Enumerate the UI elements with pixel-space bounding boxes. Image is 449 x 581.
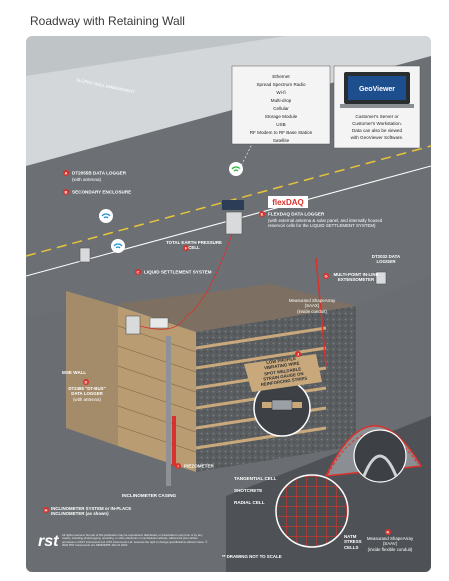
label-k-sub: (inside flexible conduit) — [367, 546, 413, 552]
svg-text:K: K — [387, 530, 390, 535]
copyright-text: All rights reserved. No part of this pub… — [62, 534, 207, 547]
rst-logo: rst — [38, 533, 59, 550]
natm-detail — [275, 474, 349, 548]
strain-gauge-sensor — [271, 399, 293, 411]
svg-text:PIEZOMETER: PIEZOMETER — [184, 464, 215, 469]
page-title: Roadway with Retaining Wall — [30, 14, 185, 28]
label-a: A DT2055B DATA LOGGER (with antenna) — [63, 170, 127, 182]
piezometer — [172, 416, 176, 466]
comm-item: Multi-drop — [271, 98, 292, 103]
server-line: Data can also be viewed — [352, 128, 402, 133]
label-j-sub: (inside conduit) — [297, 308, 327, 314]
wall-facing-left — [66, 291, 118, 446]
comm-list: Ethernet Spread Spectrum Radio Wi-fi Mul… — [250, 74, 313, 143]
svg-text:E: E — [261, 212, 264, 217]
label-natm: NATM STRESS CELLS — [344, 534, 362, 550]
extensometer-line — [315, 257, 327, 367]
svg-text:I: I — [177, 464, 178, 469]
wifi-icon — [229, 162, 243, 176]
flexdaq-logo: flexDAQ — [272, 198, 304, 207]
label-g: G MULTI-POINT IN-LINE EXTENSOMETER — [323, 272, 379, 282]
server-line: with GeoViewer Software. — [351, 135, 404, 140]
label-e-sub: (with external antenna & solar panel, an… — [268, 218, 383, 229]
svg-text:G: G — [324, 274, 327, 279]
label-shotcrete: SHOTCRETE — [234, 488, 262, 493]
comm-item: Spread Spectrum Radio — [256, 82, 305, 87]
solar-panel — [222, 200, 244, 210]
comm-item: Wi-fi — [276, 90, 285, 95]
label-mse: MSE WALL — [62, 370, 86, 375]
label-f-title: TOTAL EARTH PRESSURE CELL — [166, 240, 222, 251]
svg-text:A: A — [65, 171, 68, 176]
label-f: F TOTAL EARTH PRESSURE CELL — [166, 240, 222, 251]
wifi-icon — [111, 239, 125, 253]
monitor-screen — [348, 76, 406, 100]
comm-item: RF Modem to RF Base Station — [250, 130, 313, 135]
svg-text:(with antenna): (with antenna) — [72, 177, 102, 182]
mse-wall-face — [118, 306, 196, 472]
label-d: D DT2485 "DT-BUS" DATA LOGGER(with anten… — [68, 379, 106, 402]
label-d-title: DT2485 "DT-BUS" DATA LOGGER — [68, 386, 106, 397]
communications-box — [231, 65, 331, 145]
svg-text:B: B — [65, 190, 68, 195]
label-j-title: Measurand ShapeArray (SAAX) — [288, 298, 336, 309]
svg-text:H: H — [45, 508, 48, 513]
wifi-icon — [99, 209, 113, 223]
diagram-canvas: Ethernet Spread Spectrum Radio Wi-fi Mul… — [26, 36, 431, 572]
label-j: Measurand ShapeArray (SAAX)(inside condu… — [288, 298, 336, 357]
server-line: Customer's Workstation. — [352, 121, 402, 126]
label-c: C LIQUID SETTLEMENT SYSTEM — [135, 269, 212, 275]
svg-text:LIQUID SETTLEMENT SYSTEM: LIQUID SETTLEMENT SYSTEM — [144, 270, 212, 275]
label-d-sub: (with antenna) — [73, 396, 101, 402]
label-inclinometer-casing: INCLINOMETER CASING — [122, 493, 177, 498]
dt2485-logger — [125, 315, 141, 335]
wall-backfill-top — [116, 284, 356, 332]
label-tangential: TANGENTIAL CELL — [234, 476, 277, 481]
comm-item: Satellite — [273, 138, 290, 143]
comm-item: Cellular — [273, 106, 289, 111]
flexdaq-logger — [225, 211, 243, 235]
earth-pressure-cell — [149, 317, 169, 329]
saav-conduit — [362, 454, 398, 477]
svg-text:J: J — [297, 352, 299, 357]
laptop-base — [340, 104, 414, 108]
dt2032-logger — [375, 271, 387, 285]
label-dt2032: DT2032 DATA LOGGER — [372, 254, 400, 264]
comm-item: Ethernet — [272, 74, 290, 79]
label-b: B SECONDARY ENCLOSURE — [63, 189, 131, 195]
label-radial: RADIAL CELL — [234, 500, 265, 505]
label-i: I PIEZOMETER — [175, 463, 215, 469]
svg-text:DT2055B DATA LOGGER: DT2055B DATA LOGGER — [72, 171, 127, 176]
cable-run — [139, 233, 233, 330]
flexdaq-logo-bg — [268, 196, 308, 208]
geoviewer-logo: GeoViewer — [359, 86, 395, 93]
svg-text:D: D — [85, 380, 88, 385]
secondary-enclosure — [79, 247, 91, 263]
scale-note: ** DRAWING NOT TO SCALE — [222, 554, 282, 559]
strain-gauge-label-box — [244, 354, 322, 392]
server-line: Customer's Server or — [355, 114, 399, 119]
comm-item: Storage Module — [265, 114, 298, 119]
label-h: H INCLINOMETER SYSTEM or IN-PLACE INCLIN… — [43, 506, 131, 516]
svg-text:FLEXDAQ DATA LOGGER: FLEXDAQ DATA LOGGER — [268, 212, 325, 217]
svg-text:SECONDARY ENCLOSURE: SECONDARY ENCLOSURE — [72, 190, 131, 195]
label-k-title: Measurand ShapeArray (SAAV) — [366, 536, 414, 547]
svg-text:F: F — [185, 246, 188, 251]
label-e: E FLEXDAQ DATA LOGGER (with external ant… — [259, 211, 383, 229]
svg-text:C: C — [137, 270, 140, 275]
diagram-panel: Ethernet Spread Spectrum Radio Wi-fi Mul… — [26, 36, 431, 572]
label-k: K Measurand ShapeArray (SAAV)(inside fle… — [366, 529, 414, 552]
inclinometer-casing — [166, 336, 171, 486]
comm-item: USB — [276, 122, 285, 127]
